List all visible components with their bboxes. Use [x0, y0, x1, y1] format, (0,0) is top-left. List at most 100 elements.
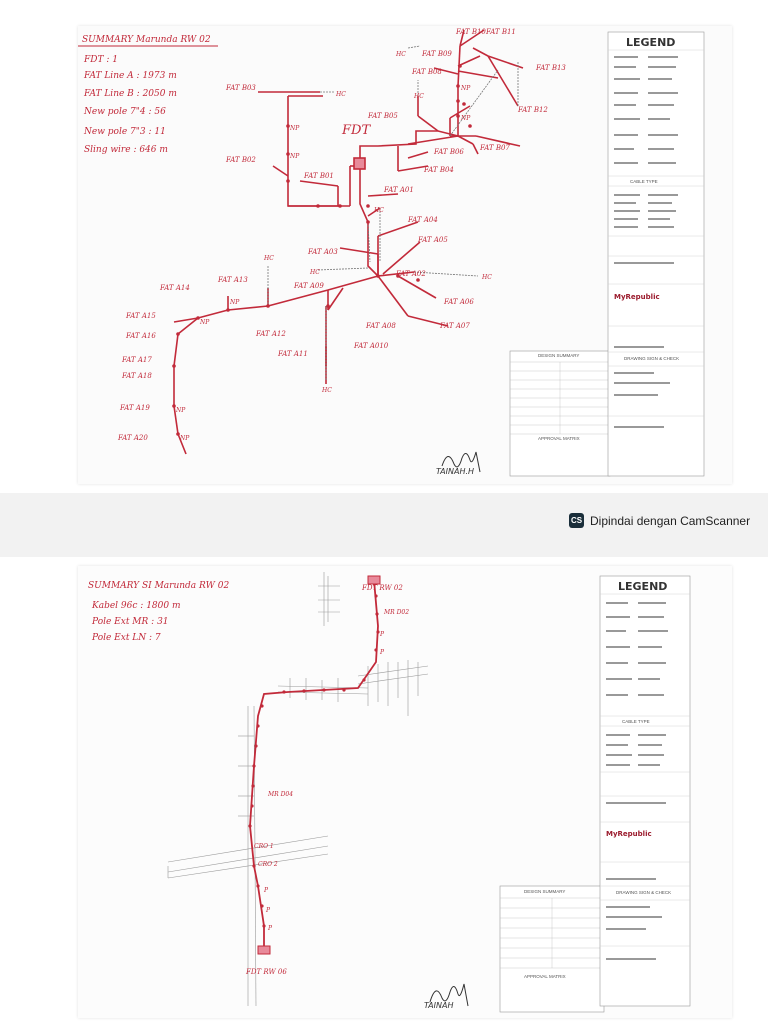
- signature-name: TAINAH: [424, 1001, 453, 1010]
- pole-markers: [248, 594, 380, 928]
- fdt-box-bottom: [257, 945, 271, 955]
- camscanner-watermark: CS Dipindai dengan CamScanner: [569, 513, 750, 528]
- fat-line-b: [359, 29, 524, 172]
- label-fat-b08: FAT B08: [411, 68, 442, 76]
- hc-label: HC: [309, 269, 320, 276]
- label-fat-b05: FAT B05: [367, 112, 398, 120]
- hc-label: HC: [413, 93, 424, 100]
- label-fat-a08: FAT A08: [365, 322, 396, 330]
- label-fat-a15: FAT A15: [125, 312, 156, 320]
- pole-label: P: [267, 925, 273, 932]
- pole-label: NP: [175, 407, 186, 414]
- drawing-sign-title: DRAWING SIGN & CHECK: [616, 890, 671, 895]
- label-fat-a03: FAT A03: [307, 248, 338, 256]
- pole-markers: [172, 64, 472, 436]
- network-diagram-1: FAT B10 FAT B11 FAT B09 FAT B08 FAT B12 …: [78, 28, 705, 477]
- hc-label: HC: [373, 207, 384, 214]
- label-fat-a19: FAT A19: [119, 404, 150, 412]
- label-fat-b07: FAT B07: [479, 144, 510, 152]
- pole-label: NP: [229, 299, 240, 306]
- fdt-top-label: FDT RW 02: [361, 584, 403, 592]
- label-fat-b09: FAT B09: [421, 50, 452, 58]
- summary-line: New pole 7"4 : 56: [84, 108, 166, 117]
- signature-name: TAINAH.H: [436, 467, 474, 476]
- label-cro-2: CRO 2: [258, 861, 278, 868]
- label-fat-a02: FAT A02: [395, 270, 426, 278]
- label-fat-a07: FAT A07: [439, 322, 470, 330]
- hc-label: HC: [335, 91, 346, 98]
- summary-label: FAT Line B: [84, 89, 134, 99]
- summary-line: FAT Line B : 2050 m: [84, 90, 177, 99]
- summary-value: : 1: [106, 55, 118, 65]
- hc-label: HC: [321, 387, 332, 394]
- summary-value: : 7: [149, 633, 161, 643]
- summary-label: Sling wire: [84, 145, 131, 155]
- summary-value: : 31: [151, 617, 169, 627]
- fdt-label: FDT: [341, 123, 371, 138]
- legend-panel: LEGEND: [599, 575, 691, 1007]
- design-summary-title: DESIGN SUMMARY: [524, 889, 565, 894]
- signature-scribble: [441, 451, 481, 473]
- pole-label: NP: [289, 153, 300, 160]
- label-fat-a20: FAT A20: [117, 434, 148, 442]
- fdt-bottom-label: FDT RW 06: [245, 968, 287, 976]
- summary-label: New pole 7"3: [84, 127, 146, 137]
- label-fat-a14: FAT A14: [159, 284, 190, 292]
- summary-line: Kabel 96c : 1800 m: [92, 602, 181, 611]
- drawing-sheet-rw02-feeder: FDT RW 02 FDT RW 06 MR D02 MR D04 CRO 1 …: [78, 566, 732, 1018]
- label-fat-a13: FAT A13: [217, 276, 248, 284]
- design-summary-title: DESIGN SUMMARY: [538, 353, 579, 358]
- summary-title: SUMMARY SI Marunda RW 02: [88, 581, 230, 591]
- label-fat-a17: FAT A17: [121, 356, 152, 364]
- cable-type-title: CABLE TYPE: [630, 179, 658, 184]
- pole-label: NP: [460, 85, 471, 92]
- summary-label: FAT Line A: [84, 71, 134, 81]
- label-fat-a04: FAT A04: [407, 216, 438, 224]
- label-fat-a12: FAT A12: [255, 330, 286, 338]
- fat-labels: FAT B10 FAT B11 FAT B09 FAT B08 FAT B12 …: [117, 28, 566, 442]
- pole-label: NP: [460, 115, 471, 122]
- label-fat-b11: FAT B11: [485, 28, 516, 36]
- summary-value: : 1800 m: [140, 601, 181, 611]
- pole-label: NP: [179, 435, 190, 442]
- label-mr-d04: MR D04: [267, 791, 293, 798]
- label-fat-b04: FAT B04: [423, 166, 454, 174]
- summary-line: Sling wire : 646 m: [84, 146, 168, 155]
- summary-value: : 56: [148, 107, 166, 117]
- summary-label: Pole Ext LN: [92, 633, 147, 643]
- design-summary-table: DESIGN SUMMARY APPROVAL MATRIX: [499, 885, 605, 1013]
- scan-gap: [0, 493, 768, 557]
- design-summary-table: DESIGN SUMMARY APPROVAL MATRIX: [509, 350, 611, 477]
- label-fat-a09: FAT A09: [293, 282, 324, 290]
- summary-value: : 2050 m: [136, 89, 177, 99]
- legend-title: LEGEND: [626, 36, 675, 49]
- summary-label: Pole Ext MR: [92, 617, 149, 627]
- network-diagram-2: FDT RW 02 FDT RW 06 MR D02 MR D04 CRO 1 …: [167, 572, 691, 1013]
- summary-line: Pole Ext LN : 7: [92, 634, 161, 643]
- approval-matrix-title: APPROVAL MATRIX: [524, 974, 566, 979]
- label-fat-a01: FAT A01: [383, 186, 414, 194]
- camscanner-icon: CS: [569, 513, 584, 528]
- label-fat-b03a: FAT B03: [225, 84, 256, 92]
- label-fat-b12: FAT B12: [517, 106, 548, 114]
- summary-line: Pole Ext MR : 31: [92, 618, 169, 627]
- label-fat-b01: FAT B01: [303, 172, 334, 180]
- hc-label: HC: [263, 255, 274, 262]
- signature-scribble: [429, 983, 469, 1007]
- label-mr-d02: MR D02: [383, 609, 409, 616]
- fdt-box-top: [367, 575, 381, 585]
- fat-line-a: [173, 157, 449, 455]
- label-fat-a16: FAT A16: [125, 332, 156, 340]
- cable-type-title: CABLE TYPE: [622, 719, 650, 724]
- summary-label: FDT: [84, 55, 104, 65]
- pole-label: NP: [199, 319, 210, 326]
- legend-title: LEGEND: [618, 580, 667, 593]
- label-fat-a010: FAT A010: [353, 342, 389, 350]
- summary-label: Kabel 96c: [92, 601, 138, 611]
- summary-label: New pole 7"4: [84, 107, 146, 117]
- summary-line: New pole 7"3 : 11: [84, 128, 166, 137]
- pole-label: P: [263, 887, 269, 894]
- hc-label: HC: [395, 51, 406, 58]
- pole-label: P: [379, 631, 385, 638]
- summary-value: : 646 m: [133, 145, 168, 155]
